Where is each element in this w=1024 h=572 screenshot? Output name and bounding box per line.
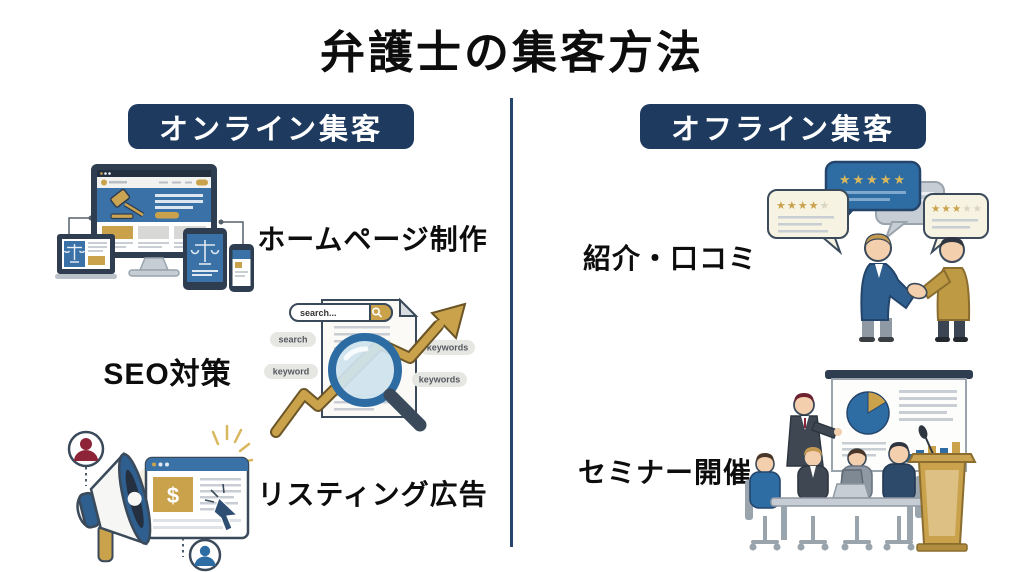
column-divider — [510, 98, 513, 547]
megaphone-icon — [76, 451, 152, 563]
laptop-icon — [55, 234, 117, 279]
magnifier-icon — [328, 333, 427, 432]
page-title: 弁護士の集客方法 — [319, 27, 704, 78]
ad-browser-window: $ — [144, 456, 250, 540]
person-left — [859, 233, 916, 342]
tablet-icon — [183, 228, 227, 290]
cursor-icon — [204, 483, 239, 532]
search-placeholder-text: search... — [300, 308, 337, 318]
label-listing-ads: リスティング広告 — [257, 479, 488, 510]
seminar-illustration — [745, 370, 977, 552]
five-star-rating: ★★★★★ — [839, 172, 907, 187]
dollar-sign: $ — [167, 483, 179, 508]
label-homepage-production: ホームページ制作 — [257, 224, 488, 255]
offline-section-badge: オフライン集客 — [640, 104, 926, 149]
label-seminar-hosting: セミナー開催 — [577, 457, 752, 488]
review-bubble-icon: ★★★★★ — [923, 193, 989, 256]
phone-icon — [229, 244, 254, 292]
three-star-rating: ★★★★★ — [931, 203, 983, 215]
review-bubble-icon: ★★★★★ — [767, 189, 849, 256]
person-right — [920, 237, 971, 342]
svg-text:keywords: keywords — [427, 343, 469, 353]
user-avatar-icon — [67, 430, 105, 468]
presenter — [786, 393, 842, 467]
label-seo-measures: SEO対策 — [103, 358, 232, 391]
referral-handshake-illustration: ★★★★★ ★★★★★ ★★★★★ — [767, 160, 989, 342]
pie-chart-icon — [846, 391, 890, 435]
listing-ads-illustration: $ — [67, 424, 254, 572]
microphone-icon — [918, 425, 928, 439]
website-devices-illustration — [55, 164, 254, 292]
svg-text:search: search — [278, 335, 307, 345]
search-icon — [372, 307, 383, 318]
search-bar: search... — [289, 303, 393, 322]
svg-text:keywords: keywords — [419, 375, 461, 385]
svg-text:keyword: keyword — [273, 367, 310, 377]
laptop-icon — [832, 469, 870, 499]
podium — [907, 425, 977, 552]
online-section-badge: オンライン集客 — [128, 104, 414, 149]
sparkle-icon — [211, 424, 254, 464]
seo-illustration: search... search keyword keywords keywor… — [264, 297, 475, 438]
handshake-icon — [906, 282, 928, 300]
four-star-rating: ★★★★★ — [776, 200, 830, 212]
label-referral-word-of-mouth: 紹介・口コミ — [582, 243, 757, 274]
gavel-icon — [110, 188, 145, 220]
user-avatar-icon — [188, 538, 222, 572]
keyword-pills: search keyword keywords keywords — [264, 332, 475, 387]
